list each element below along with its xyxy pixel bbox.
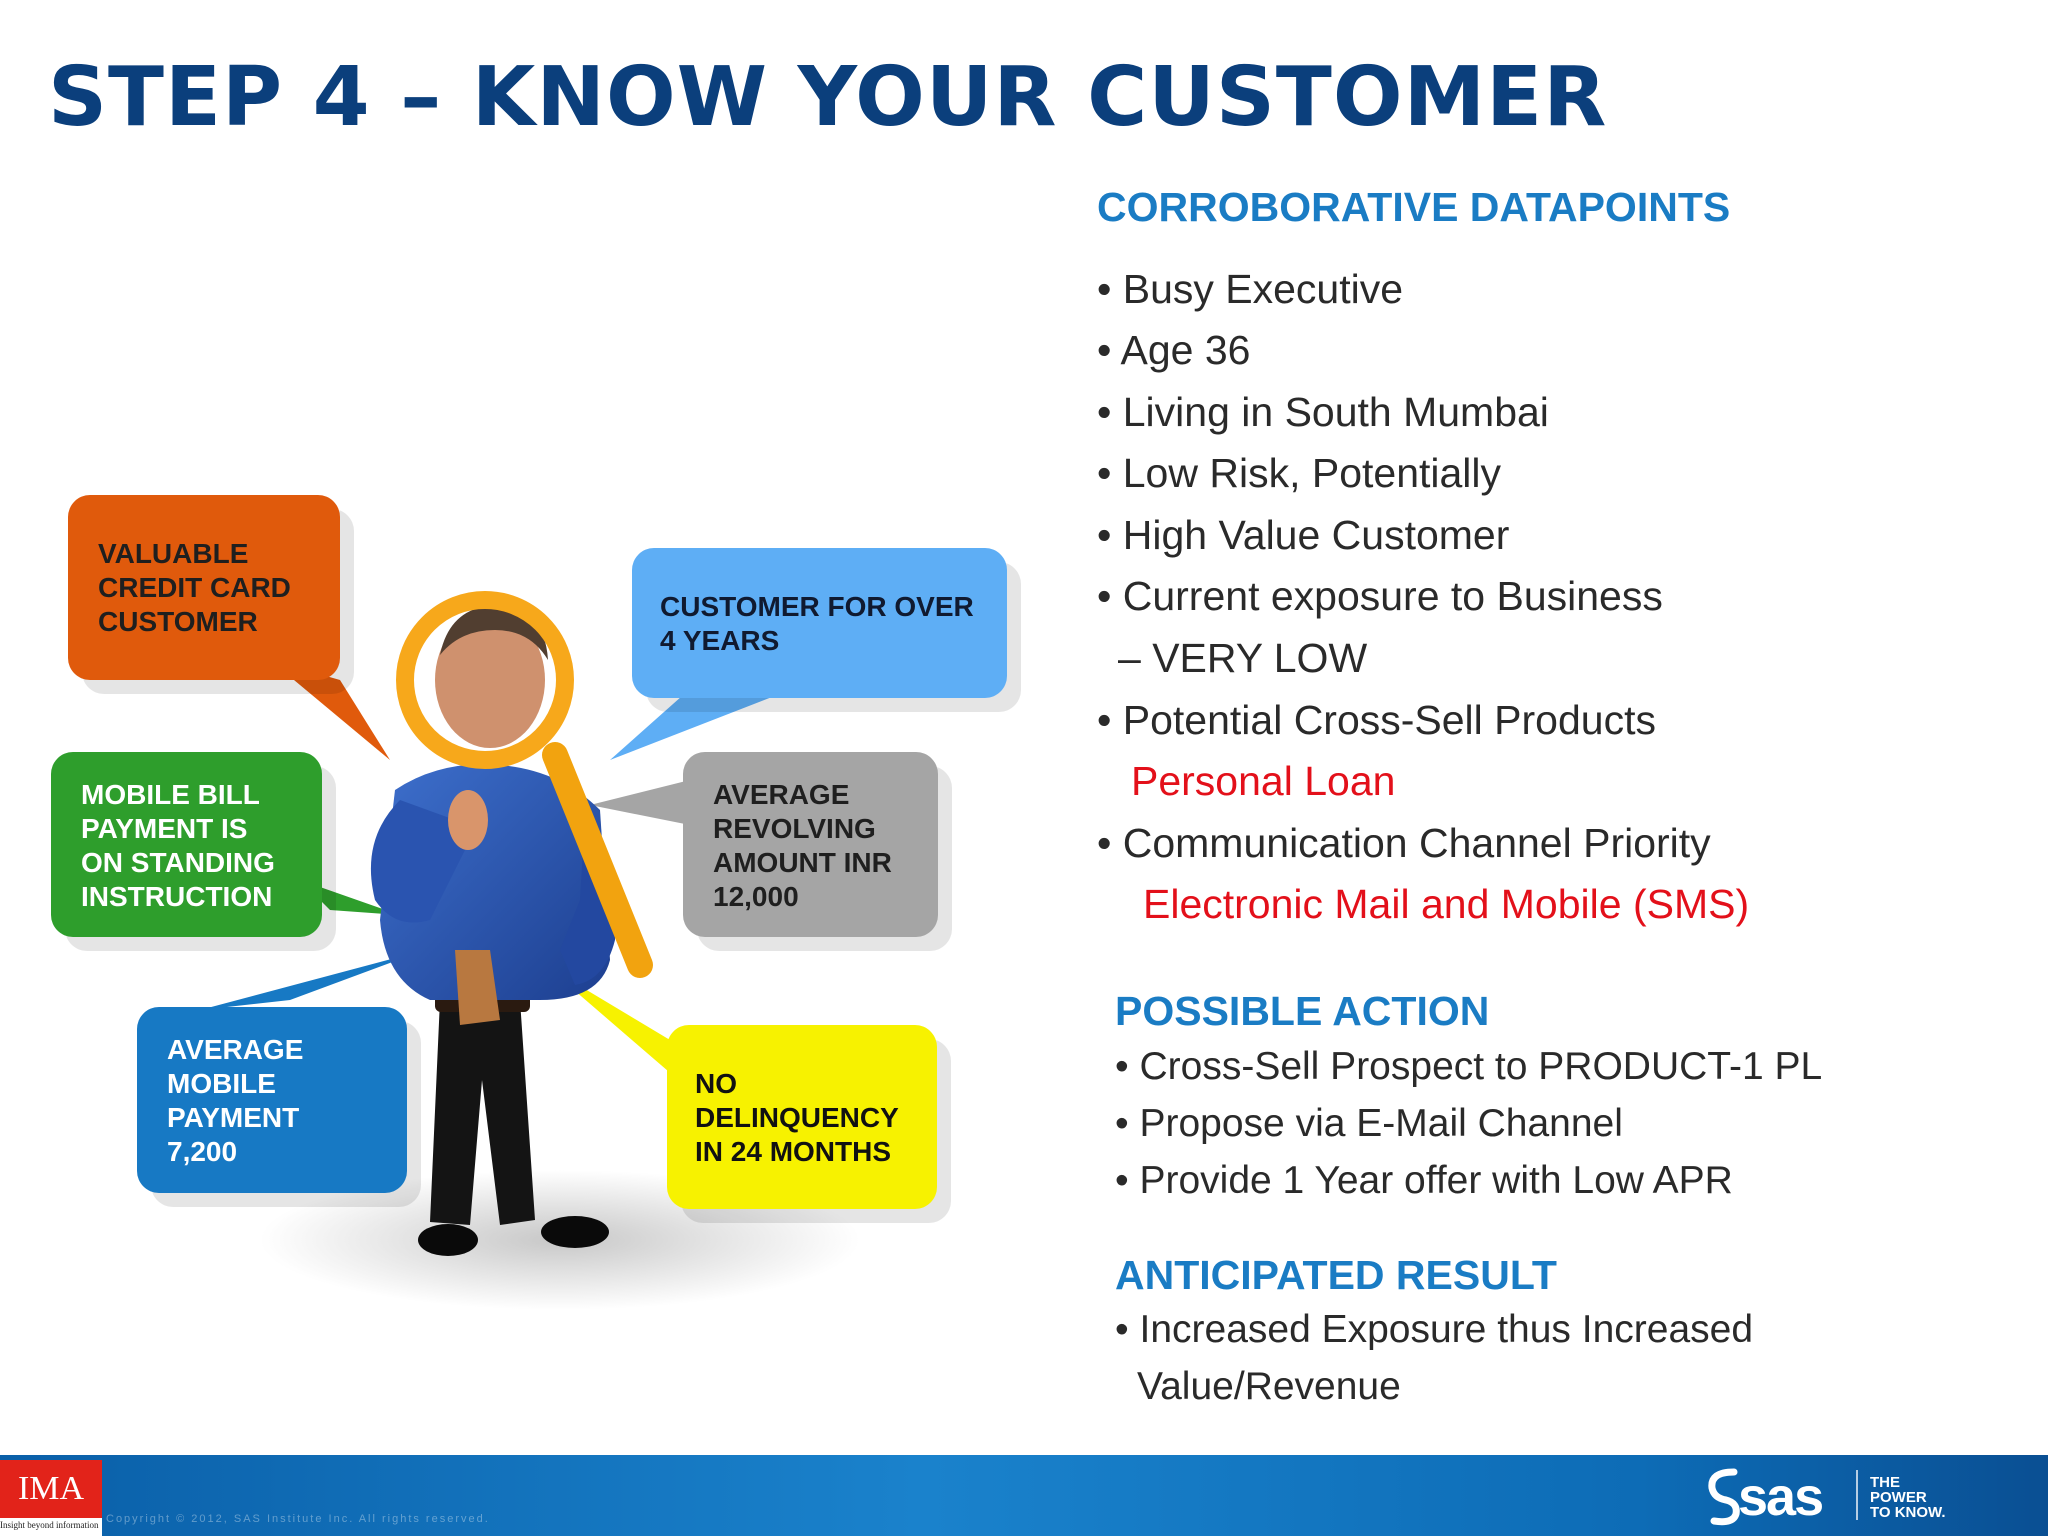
datapoint-item: • Communication Channel Priority [1097, 820, 1711, 866]
bubble-line: AVERAGE [713, 779, 850, 810]
result-item: • Increased Exposure thus Increased [1115, 1308, 1754, 1351]
bubble-line: MOBILE BILL [81, 779, 260, 810]
tail-orange [270, 660, 390, 760]
bubble-line: NO [695, 1068, 737, 1099]
tail-green [300, 880, 400, 915]
datapoint-item: • Busy Executive [1097, 266, 1404, 312]
corroborative-heading: CORROBORATIVE DATAPOINTS [1097, 184, 1731, 230]
bubble-line: 12,000 [713, 881, 799, 912]
ima-tagline: Insight beyond information [0, 1520, 99, 1530]
bubble-line: AVERAGE [167, 1034, 304, 1065]
bubble-line: IN 24 MONTHS [695, 1136, 892, 1167]
tail-gray [590, 780, 690, 825]
sas-tagline: THE POWER TO KNOW. [1870, 1475, 1946, 1520]
footer-bar [0, 1455, 2048, 1536]
datapoint-item: • Low Risk, Potentially [1097, 450, 1502, 496]
datapoint-item: • High Value Customer [1097, 512, 1510, 558]
legs [430, 1000, 535, 1225]
customer-illustration [200, 591, 860, 1310]
copyright-text: Copyright © 2012, SAS Institute Inc. All… [106, 1513, 490, 1525]
hand [448, 790, 488, 850]
tail-yellow [545, 965, 690, 1090]
head [435, 612, 545, 748]
tail-lightblue [610, 680, 790, 760]
bubble-line: VALUABLE [98, 538, 249, 569]
bubble-customer-years: CUSTOMER FOR OVER 4 YEARS [632, 548, 1007, 698]
bubble-line: MOBILE [167, 1068, 276, 1099]
bubble-line: DELINQUENCY [695, 1102, 899, 1133]
result-item: Value/Revenue [1137, 1365, 1401, 1408]
right-shoe [541, 1216, 609, 1248]
glass-handle [542, 742, 653, 978]
bubble-valuable-customer: VALUABLE CREDIT CARD CUSTOMER [68, 495, 340, 680]
bubble-line: AMOUNT INR [713, 847, 892, 878]
bubble-line: PAYMENT [167, 1102, 300, 1133]
bubble-mobile-payment: AVERAGE MOBILE PAYMENT 7,200 [137, 1007, 407, 1193]
glass-ring [396, 591, 574, 769]
bubble-revolving-amount: AVERAGE REVOLVING AMOUNT INR 12,000 [683, 752, 938, 937]
datapoint-item: • Age 36 [1097, 327, 1251, 373]
possible-action-heading: POSSIBLE ACTION [1115, 988, 1490, 1034]
bubble-mobile-bill: MOBILE BILL PAYMENT IS ON STANDING INSTR… [51, 752, 322, 937]
left-arm [370, 800, 470, 923]
datapoint-item: – VERY LOW [1118, 635, 1368, 681]
bubble-line: REVOLVING [713, 813, 876, 844]
sas-swirl-icon [1708, 1468, 1740, 1526]
sas-logo-word: sas [1738, 1467, 1824, 1527]
channel-priority: Electronic Mail and Mobile (SMS) [1143, 881, 1750, 927]
tie [455, 950, 500, 1025]
bubble-line: INSTRUCTION [81, 881, 273, 912]
action-item: • Provide 1 Year offer with Low APR [1115, 1159, 1733, 1202]
tagline-line: TO KNOW. [1870, 1504, 1946, 1521]
cross-sell-product: Personal Loan [1131, 758, 1396, 804]
action-item: • Cross-Sell Prospect to PRODUCT-1 PL [1115, 1045, 1823, 1088]
tagline-line: POWER [1870, 1489, 1927, 1506]
bubble-line: CUSTOMER [98, 606, 258, 637]
bubble-line: CREDIT CARD [98, 572, 291, 603]
bubble-line: 7,200 [167, 1136, 238, 1167]
slide-title: STEP 4 – KNOW YOUR CUSTOMER [48, 50, 1608, 145]
action-item: • Propose via E-Mail Channel [1115, 1102, 1623, 1145]
datapoint-item: • Potential Cross-Sell Products [1097, 697, 1656, 743]
bubble-line: 4 YEARS [660, 625, 780, 656]
bubble-line: ON STANDING [81, 847, 275, 878]
datapoint-item: • Living in South Mumbai [1097, 389, 1549, 435]
bubble-no-delinquency: NO DELINQUENCY IN 24 MONTHS [667, 1025, 937, 1209]
left-shoe [418, 1224, 478, 1256]
ima-logo: IMA Insight beyond information [0, 1460, 102, 1536]
tail-blue [200, 950, 425, 1010]
bubble-line: PAYMENT IS [81, 813, 248, 844]
tagline-line: THE [1870, 1474, 1900, 1491]
datapoint-item: • Current exposure to Business [1097, 573, 1663, 619]
hair [440, 605, 548, 660]
anticipated-result-heading: ANTICIPATED RESULT [1115, 1252, 1557, 1298]
bubble-line: CUSTOMER FOR OVER [660, 591, 974, 622]
footer-divider [1856, 1470, 1858, 1520]
ima-logo-mark: IMA [0, 1460, 102, 1518]
glass-lens [414, 609, 556, 751]
